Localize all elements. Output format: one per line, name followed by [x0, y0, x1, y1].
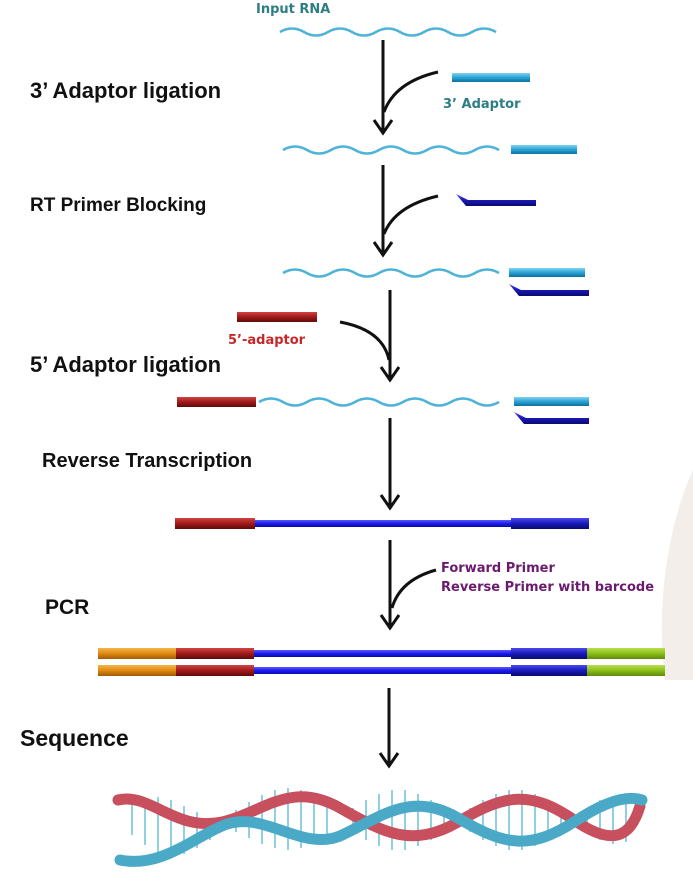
adaptor-3-bar [452, 73, 530, 82]
rna-wave-4 [258, 397, 500, 407]
rna-wave-2 [282, 145, 500, 155]
rna-wave-3 [282, 268, 500, 278]
pcr-blue-bottom [254, 667, 511, 674]
adaptor-3-ligated [511, 145, 577, 154]
arrow-3-head [379, 366, 401, 383]
arrow-1-curve [382, 70, 439, 113]
arrow-5-curve [390, 568, 437, 609]
rt-primer-row3 [509, 284, 589, 296]
step-5-adaptor-ligation: 5’ Adaptor ligation [30, 352, 222, 377]
dna-strand-blue [114, 792, 648, 867]
reverse-primer-label: Reverse Primer with barcode [441, 580, 655, 595]
adaptor-5-label: 5’-adaptor [228, 333, 306, 348]
pcr-orange-bottom [98, 665, 176, 676]
dna-helix [112, 788, 648, 867]
adaptor-3-row4 [514, 397, 589, 406]
pcr-red-top [176, 648, 254, 659]
rt-primer-row4 [514, 412, 589, 424]
pcr-green-bottom [587, 665, 665, 676]
pcr-blue-top [254, 650, 511, 657]
arrow-3-curve [339, 320, 391, 361]
arrow-6-head [378, 752, 400, 769]
cdna-5-adaptor [175, 518, 255, 529]
pcr-green-top [587, 648, 665, 659]
input-rna-wave [279, 27, 497, 37]
pcr-product [98, 648, 665, 676]
step-pcr: PCR [45, 596, 90, 619]
cdna-3-adaptor [511, 518, 589, 529]
background-swoosh [661, 470, 693, 680]
adaptor-5-bar [237, 312, 317, 322]
adaptor-3-row3 [509, 268, 585, 277]
step-rt-primer-blocking: RT Primer Blocking [30, 195, 207, 216]
arrow-2-curve [382, 194, 439, 235]
rt-primer-floating [456, 194, 536, 206]
arrow-5-head [379, 614, 401, 631]
step-sequence: Sequence [20, 725, 129, 751]
forward-primer-label: Forward Primer [441, 561, 555, 576]
arrow-1-head [372, 119, 394, 136]
pcr-orange-top [98, 648, 176, 659]
input-rna-label: Input RNA [256, 2, 331, 17]
adaptor-3-label: 3’ Adaptor [443, 97, 521, 112]
pcr-darkblue-top [511, 648, 587, 659]
cdna-strand [255, 520, 511, 527]
adaptor-5-row4 [177, 397, 256, 407]
pcr-darkblue-bottom [511, 665, 587, 676]
step-reverse-transcription: Reverse Transcription [42, 450, 253, 472]
pcr-red-bottom [176, 665, 254, 676]
arrow-4-head [379, 494, 401, 511]
step-3-adaptor-ligation: 3’ Adaptor ligation [30, 78, 222, 103]
arrow-2-head [372, 241, 394, 258]
